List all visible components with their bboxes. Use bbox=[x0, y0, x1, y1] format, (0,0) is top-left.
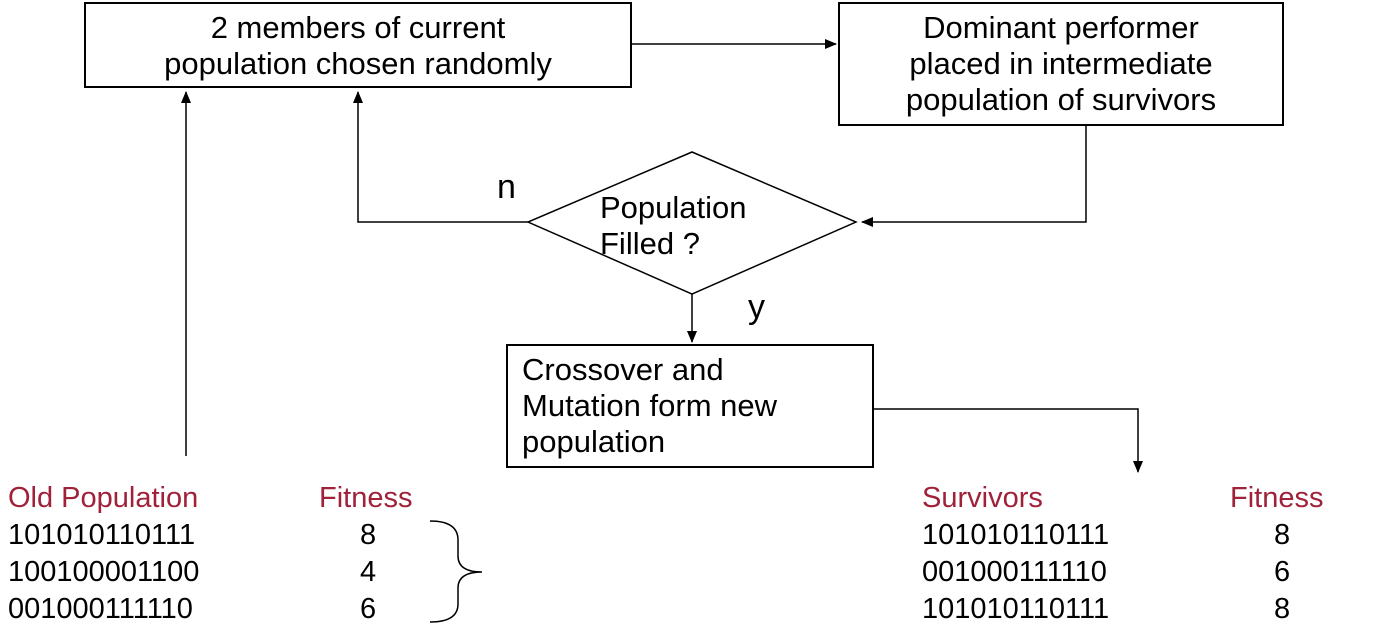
table-row: 101010110111 8 bbox=[922, 591, 1372, 628]
crossover-mutation-box: Crossover and Mutation form new populati… bbox=[506, 344, 874, 468]
fitness-cell: 4 bbox=[360, 556, 377, 588]
table-row: 101010110111 8 bbox=[922, 517, 1372, 554]
arrow-decision-no-to-chosen bbox=[353, 91, 528, 223]
table-row: 001000111110 6 bbox=[8, 591, 468, 628]
table-row: 101010110111 8 bbox=[8, 517, 468, 554]
survivors-header-fitness: Fitness bbox=[1230, 482, 1324, 514]
dominant-performer-box: Dominant performer placed in intermediat… bbox=[838, 2, 1284, 126]
chromosome-cell: 001000111110 bbox=[8, 593, 193, 625]
decision-diamond bbox=[526, 151, 858, 295]
decision-no-label: n bbox=[497, 168, 516, 206]
arrow-crossover-to-survivors bbox=[874, 408, 1143, 473]
chromosome-cell: 101010110111 bbox=[922, 593, 1110, 625]
chromosome-cell: 001000111110 bbox=[922, 556, 1107, 588]
decision-text: Population Filled ? bbox=[600, 190, 747, 261]
survivors-table: Survivors Fitness 101010110111 8 0010001… bbox=[922, 480, 1372, 630]
fitness-cell: 6 bbox=[1274, 556, 1291, 588]
crossover-mutation-text: Crossover and Mutation form new populati… bbox=[522, 352, 777, 459]
chromosome-cell: 101010110111 bbox=[8, 519, 196, 551]
dominant-performer-text: Dominant performer placed in intermediat… bbox=[905, 10, 1217, 117]
chosen-members-box: 2 members of current population chosen r… bbox=[84, 2, 632, 88]
fitness-cell: 6 bbox=[360, 593, 377, 625]
table-row: 100100001100 4 bbox=[8, 554, 468, 591]
survivors-header-name: Survivors bbox=[922, 482, 1043, 514]
survivors-header: Survivors Fitness bbox=[922, 480, 1372, 517]
fitness-cell: 8 bbox=[1274, 593, 1291, 625]
old-population-brace bbox=[429, 520, 483, 623]
fitness-cell: 8 bbox=[360, 519, 377, 551]
chosen-members-text: 2 members of current population chosen r… bbox=[164, 10, 552, 81]
old-population-header-fitness: Fitness bbox=[319, 482, 413, 514]
fitness-cell: 8 bbox=[1274, 519, 1291, 551]
chromosome-cell: 101010110111 bbox=[922, 519, 1110, 551]
arrow-dominant-to-decision bbox=[861, 126, 1087, 227]
old-population-table: Old Population Fitness 101010110111 8 10… bbox=[8, 480, 468, 630]
old-population-header: Old Population Fitness bbox=[8, 480, 468, 517]
table-row: 001000111110 6 bbox=[922, 554, 1372, 591]
chromosome-cell: 100100001100 bbox=[8, 556, 200, 588]
decision-yes-label: y bbox=[748, 288, 765, 326]
old-population-header-name: Old Population bbox=[8, 482, 199, 514]
